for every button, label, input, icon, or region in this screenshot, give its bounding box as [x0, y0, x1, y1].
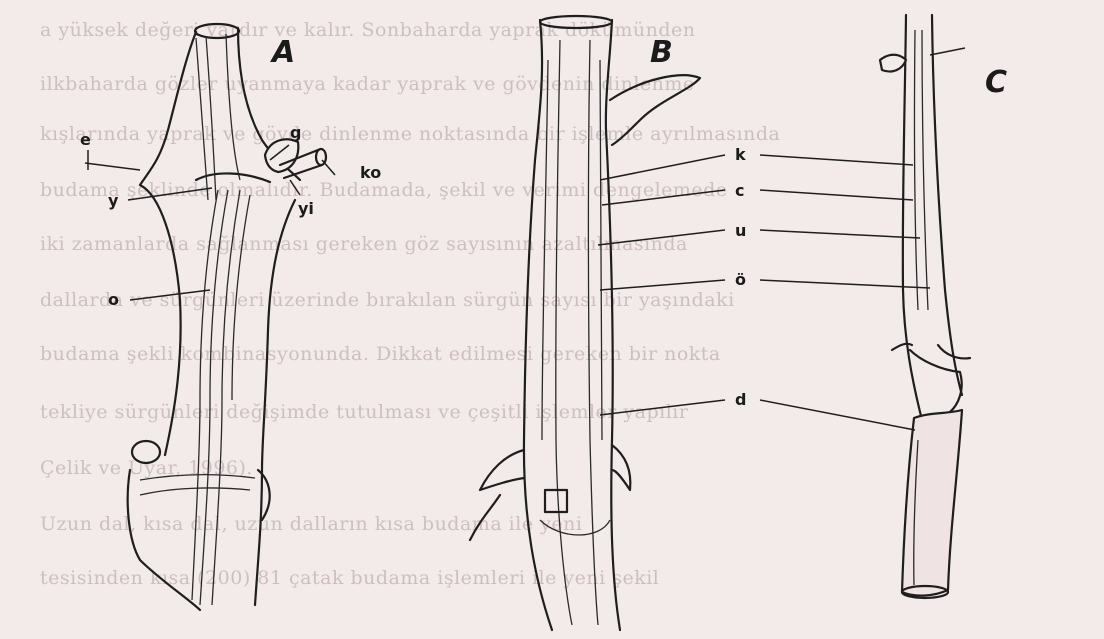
label-g: g	[290, 123, 301, 142]
label-e: e	[80, 130, 91, 149]
panel-c-drawing	[760, 15, 970, 598]
label-c: c	[735, 181, 744, 200]
label-b-umlaut: ö	[735, 270, 746, 289]
bg-line: ilkbaharda gözler uyanmaya kadar yaprak …	[40, 73, 695, 95]
label-o: o	[108, 290, 119, 309]
panel-b-drawing	[470, 16, 725, 630]
bg-line: tesisinden kısa (200) 81 çatak budama iş…	[40, 567, 659, 589]
label-d: d	[735, 390, 746, 409]
bg-line: a yüksek değeri vardır ve kalır. Sonbaha…	[40, 19, 696, 41]
background-text: a yüksek değeri vardır ve kalır. Sonbaha…	[40, 19, 780, 589]
label-yi: yi	[298, 199, 314, 218]
bg-line: Uzun dal, kısa dal, uzun dalların kısa b…	[40, 513, 582, 535]
label-k: k	[735, 145, 746, 164]
bg-line: iki zamanlarda sağlanması gereken göz sa…	[40, 233, 688, 255]
bg-line: dallarda ve sürgünleri üzerinde bırakıla…	[40, 289, 735, 311]
label-ko: ko	[360, 163, 381, 182]
panel-label-b: B	[650, 35, 673, 70]
bg-line: budama şekli kombinasyonunda. Dikkat edi…	[40, 343, 721, 365]
bg-line: kışlarında yaprak ve gövde dinlenme nokt…	[40, 123, 780, 145]
label-u: u	[735, 221, 746, 240]
label-y: y	[108, 191, 119, 210]
panel-label-c: C	[985, 65, 1007, 100]
bg-line: tekliye sürgünleri değişimde tutulması v…	[40, 401, 689, 423]
panel-label-a: A	[270, 35, 295, 70]
